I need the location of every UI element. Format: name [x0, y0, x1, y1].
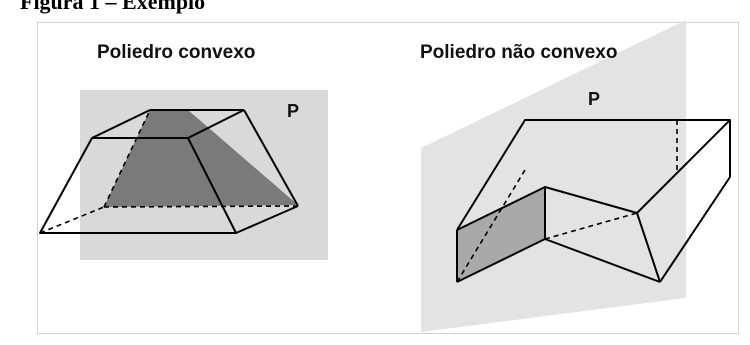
plane-label-left: P	[287, 101, 300, 121]
plane-label-right: P	[588, 89, 601, 109]
nonconvex-cross-section-front	[457, 187, 545, 282]
nonconvex-title: Poliedro não convexo	[420, 42, 618, 63]
visible-edges-left	[39, 109, 299, 234]
convex-title: Poliedro convexo	[97, 42, 256, 63]
convex-cross-section	[104, 110, 298, 207]
visible-edges-right	[456, 119, 731, 283]
convex-polyhedron	[39, 90, 328, 260]
hidden-edges-left	[39, 109, 299, 234]
nonconvex-polyhedron	[421, 20, 731, 332]
figure-caption: Figura 1 – Exemplo	[20, 0, 206, 14]
hidden-edges-right	[456, 120, 678, 283]
plane-p-right	[421, 20, 686, 332]
